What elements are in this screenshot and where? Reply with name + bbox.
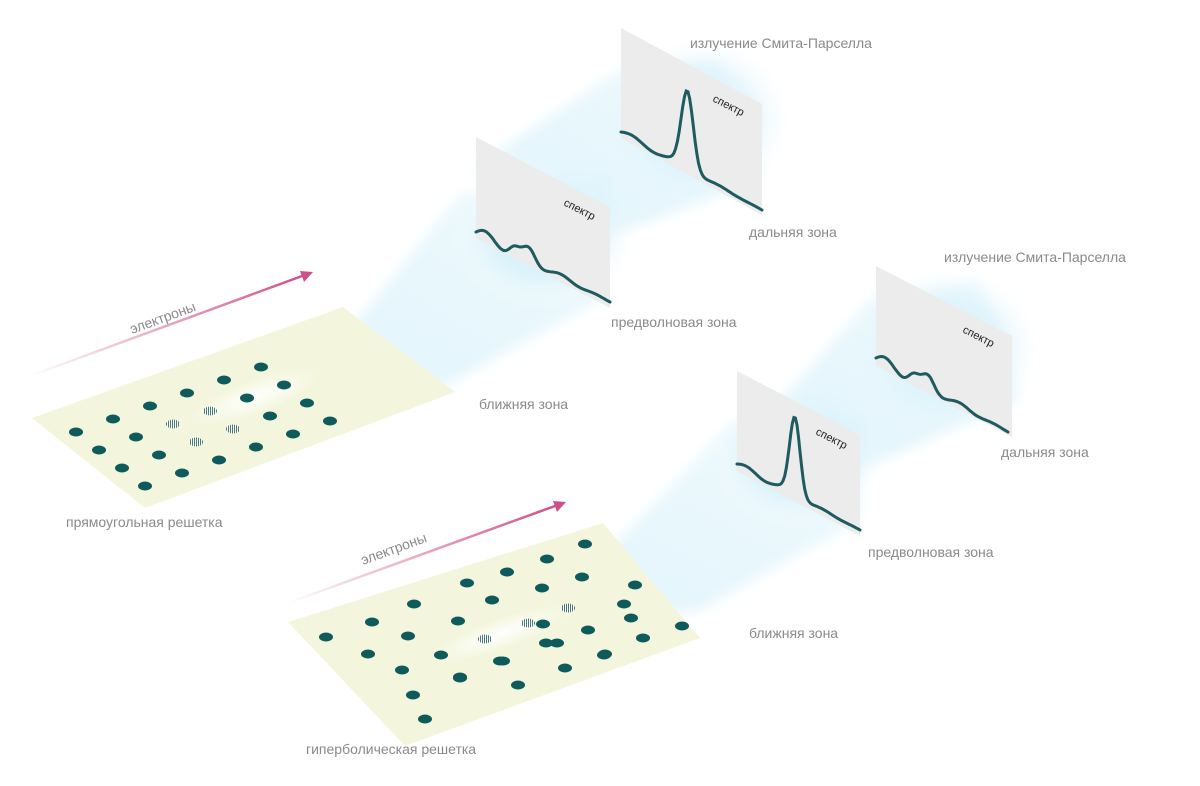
lattice-hole bbox=[217, 375, 231, 385]
lattice-hole bbox=[451, 616, 465, 626]
lattice-hole bbox=[493, 656, 507, 666]
lattice-hole bbox=[418, 714, 432, 724]
bottom-far-spectrum-curve bbox=[874, 354, 1010, 434]
lattice-hole bbox=[558, 663, 572, 673]
hyperbolic-lattice-holes bbox=[319, 539, 689, 724]
lattice-hole bbox=[624, 613, 638, 623]
lattice-hole bbox=[129, 432, 143, 442]
lattice-hole bbox=[106, 414, 120, 424]
lattice-hole bbox=[561, 603, 575, 613]
bottom-prewave-zone-label: предволновая зона bbox=[868, 544, 994, 560]
bottom-prewave-spectrum-curve bbox=[735, 415, 862, 532]
lattice-hole bbox=[203, 406, 217, 416]
bottom-electrons-arrow bbox=[287, 501, 566, 605]
lattice-hole bbox=[180, 388, 194, 398]
lattice-hole bbox=[550, 638, 564, 648]
lattice-hole bbox=[401, 631, 415, 641]
bottom-prewave-panel bbox=[737, 371, 860, 536]
top-electrons-arrow bbox=[29, 271, 313, 378]
bottom-lattice-label: гиперболическая решетка bbox=[306, 741, 476, 757]
lattice-hole bbox=[300, 398, 314, 408]
bottom-scheme: электроны спектр спектр излучение Смита-… bbox=[287, 249, 1126, 757]
lattice-hole bbox=[263, 411, 277, 421]
lattice-hole bbox=[365, 617, 379, 627]
top-prewave-zone-label: предволновая зона bbox=[611, 314, 737, 330]
lattice-hole bbox=[361, 649, 375, 659]
bottom-far-zone-label: дальняя зона bbox=[1001, 444, 1089, 460]
lattice-hole bbox=[485, 595, 499, 605]
lattice-hole bbox=[539, 638, 553, 648]
lattice-hole bbox=[511, 680, 525, 690]
lattice-hole bbox=[675, 621, 689, 631]
top-near-zone-label: ближняя зона bbox=[479, 396, 568, 412]
lattice-hole bbox=[143, 401, 157, 411]
bottom-lattice-spot bbox=[429, 604, 571, 664]
lattice-hole bbox=[319, 632, 333, 642]
lattice-hole bbox=[575, 572, 589, 582]
rectangular-lattice-holes bbox=[69, 362, 337, 491]
lattice-hole bbox=[323, 416, 337, 426]
lattice-hole bbox=[395, 665, 409, 675]
bottom-near-zone-label: ближняя зона bbox=[749, 625, 838, 641]
lattice-hole bbox=[578, 539, 592, 549]
top-far-zone-label: дальняя зона bbox=[749, 224, 837, 240]
lattice-hole bbox=[434, 650, 448, 660]
lattice-hole bbox=[277, 380, 291, 390]
lattice-hole bbox=[240, 393, 254, 403]
lattice-hole bbox=[540, 554, 554, 564]
lattice-hole bbox=[453, 672, 467, 682]
lattice-hole bbox=[249, 442, 263, 452]
lattice-hole bbox=[254, 362, 268, 372]
lattice-hole bbox=[286, 429, 300, 439]
top-far-spectrum-curve bbox=[619, 89, 764, 212]
lattice-hole bbox=[212, 455, 226, 465]
lattice-hole bbox=[521, 618, 535, 628]
lattice-hole bbox=[407, 599, 421, 609]
bottom-radiation-label: излучение Смита-Парселла bbox=[944, 249, 1126, 265]
bottom-electrons-label: электроны bbox=[359, 529, 429, 568]
lattice-hole bbox=[617, 599, 631, 609]
top-lattice-label: прямоугольная решетка bbox=[66, 514, 223, 530]
top-prewave-spectrum-curve bbox=[474, 228, 612, 304]
lattice-hole bbox=[460, 578, 474, 588]
lattice-hole bbox=[478, 634, 492, 644]
lattice-hole bbox=[138, 481, 152, 491]
lattice-hole bbox=[500, 567, 514, 577]
lattice-hole bbox=[92, 445, 106, 455]
lattice-hole bbox=[581, 625, 595, 635]
lattice-hole bbox=[406, 690, 420, 700]
lattice-hole bbox=[636, 633, 650, 643]
bottom-far-panel bbox=[876, 266, 1012, 437]
lattice-hole bbox=[166, 419, 180, 429]
lattice-hole bbox=[152, 450, 166, 460]
lattice-hole bbox=[628, 580, 642, 590]
lattice-hole bbox=[69, 427, 83, 437]
top-prewave-panel bbox=[476, 137, 610, 308]
lattice-hole bbox=[535, 583, 549, 593]
lattice-hole bbox=[536, 619, 550, 629]
lattice-hole bbox=[597, 650, 611, 660]
lattice-hole bbox=[189, 437, 203, 447]
lattice-hole bbox=[175, 468, 189, 478]
lattice-hole bbox=[226, 424, 240, 434]
lattice-hole bbox=[115, 463, 129, 473]
top-scheme: электроны спектр спектр излучение Смита-… bbox=[29, 28, 872, 530]
top-radiation-label: излучение Смита-Парселла bbox=[690, 35, 872, 51]
